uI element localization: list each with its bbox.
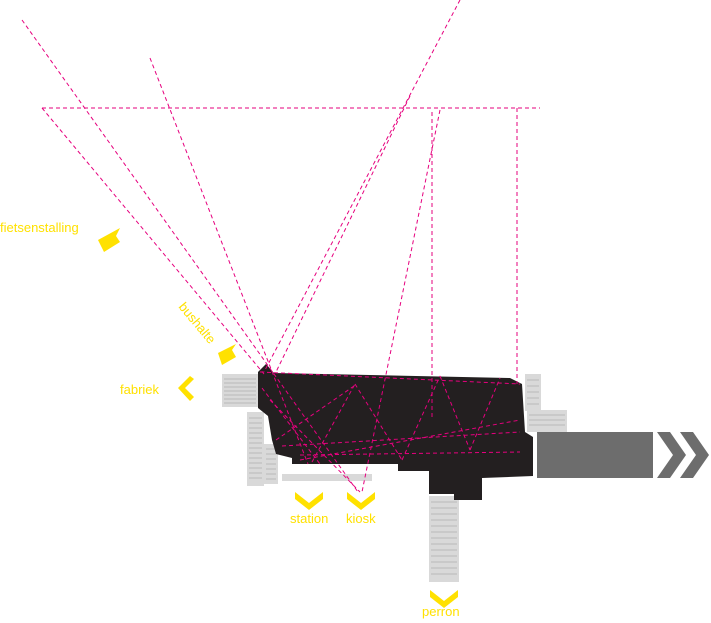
exit-passage <box>537 432 653 478</box>
annex-platform-base <box>282 474 372 481</box>
annex-west-top <box>222 374 258 407</box>
label-fietsenstalling: fietsenstalling <box>0 220 79 235</box>
label-station: station <box>290 511 328 526</box>
double-chevron-right-icon <box>657 432 709 478</box>
chevron-icon <box>347 492 375 510</box>
chevron-icon <box>178 376 194 401</box>
label-kiosk: kiosk <box>346 511 376 526</box>
chevron-icon <box>430 590 458 608</box>
label-perron: perron <box>422 604 460 619</box>
place-labels: fietsenstalling bushalte fabriek station… <box>0 220 460 619</box>
annex-west-left <box>247 412 264 486</box>
perron-stair <box>429 496 459 582</box>
label-fabriek: fabriek <box>120 382 160 397</box>
stair-hatching <box>224 378 565 575</box>
chevron-icon <box>98 228 120 252</box>
direction-markers <box>98 228 458 608</box>
sightlines <box>21 0 540 493</box>
annex-east-top <box>525 374 541 411</box>
station-building <box>258 364 533 500</box>
annex-east-mid <box>527 410 567 432</box>
chevron-icon <box>295 492 323 510</box>
label-bushalte: bushalte <box>176 299 219 346</box>
chevron-icon <box>218 344 236 365</box>
